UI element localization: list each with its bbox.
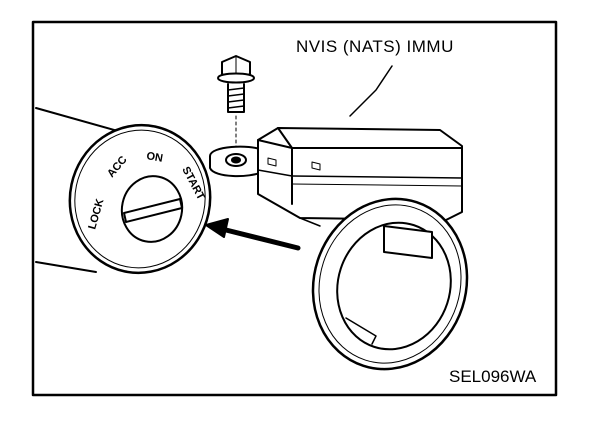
antenna-ring: [311, 197, 469, 371]
immobilizer-module: [209, 127, 463, 227]
mounting-bolt: [217, 55, 255, 151]
ignition-key-cylinder: [68, 123, 212, 275]
callout-label: NVIS (NATS) IMMU: [296, 37, 454, 56]
figure-code: SEL096WA: [449, 367, 537, 386]
border-frame: [31, 20, 558, 397]
label-on: ON: [145, 150, 163, 165]
key-slot: [120, 175, 184, 243]
callout-leader: [349, 65, 393, 117]
assembly-arrow: [205, 218, 301, 251]
